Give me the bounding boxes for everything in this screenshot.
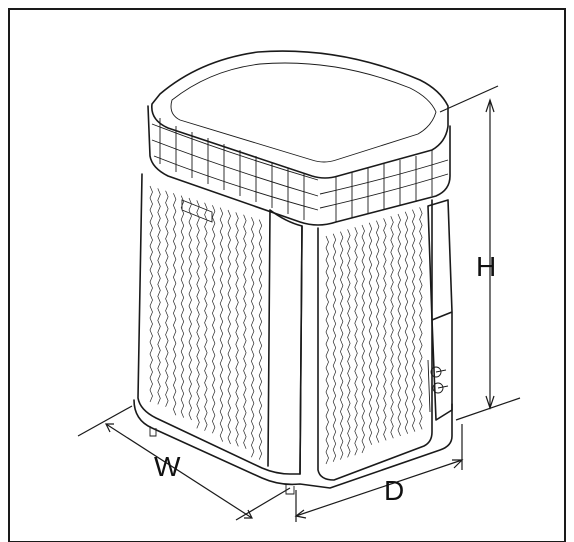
coil-fin	[361, 224, 365, 454]
condenser-unit	[133, 50, 453, 495]
coil-fin	[173, 193, 177, 416]
coil-fin	[332, 233, 337, 462]
coil-fin	[412, 209, 416, 432]
coil-fin	[390, 216, 394, 439]
diagram-frame	[8, 8, 566, 542]
cabinet-base	[133, 399, 453, 489]
coil-fin	[383, 218, 387, 441]
coil-fin	[397, 213, 401, 437]
coil-fin	[419, 207, 423, 430]
cabinet-right-panel	[317, 199, 433, 481]
depth-label: D	[384, 475, 404, 506]
cabinet-left-panel	[137, 173, 303, 475]
width-label: W	[154, 451, 181, 482]
height-label: H	[476, 251, 496, 282]
coil-fin	[219, 207, 224, 442]
coil-fin	[368, 222, 373, 445]
coil-fin	[340, 231, 344, 460]
coil-fin	[404, 211, 409, 434]
grille-bars-right	[319, 150, 449, 222]
coil-fin	[188, 197, 192, 421]
grille-bars-left	[151, 118, 319, 220]
coil-fin	[204, 202, 208, 431]
height-dimension: H	[439, 85, 521, 421]
coil-fin	[354, 227, 358, 456]
coil-fin	[212, 205, 216, 434]
coil-fin	[376, 220, 380, 443]
coil-fin	[165, 190, 169, 407]
coil-fin	[180, 195, 185, 418]
coil-fin	[325, 235, 329, 465]
coil-fin	[243, 214, 247, 449]
coil-fin	[227, 209, 231, 445]
cabinet-corner-post	[267, 209, 303, 475]
unit-foot-left	[149, 426, 157, 437]
depth-dimension: D	[294, 424, 464, 522]
brand-badge	[181, 199, 213, 223]
service-valves	[427, 359, 449, 413]
top-grille-band	[147, 105, 451, 226]
coil-fin	[149, 185, 153, 403]
unit-top-lid	[151, 50, 449, 179]
lid-inner-edge	[170, 62, 437, 163]
coil-fin	[347, 229, 351, 458]
coil-fin	[196, 200, 200, 429]
coil-fin	[235, 212, 239, 447]
service-panel	[427, 199, 453, 421]
unit-foot-front	[285, 484, 295, 495]
coil-fin	[251, 217, 255, 458]
width-dimension: W	[77, 405, 291, 521]
coil-fin	[258, 219, 263, 460]
coil-fins-left	[149, 185, 263, 460]
coil-fins-right	[325, 207, 423, 465]
coil-fin	[157, 188, 161, 405]
